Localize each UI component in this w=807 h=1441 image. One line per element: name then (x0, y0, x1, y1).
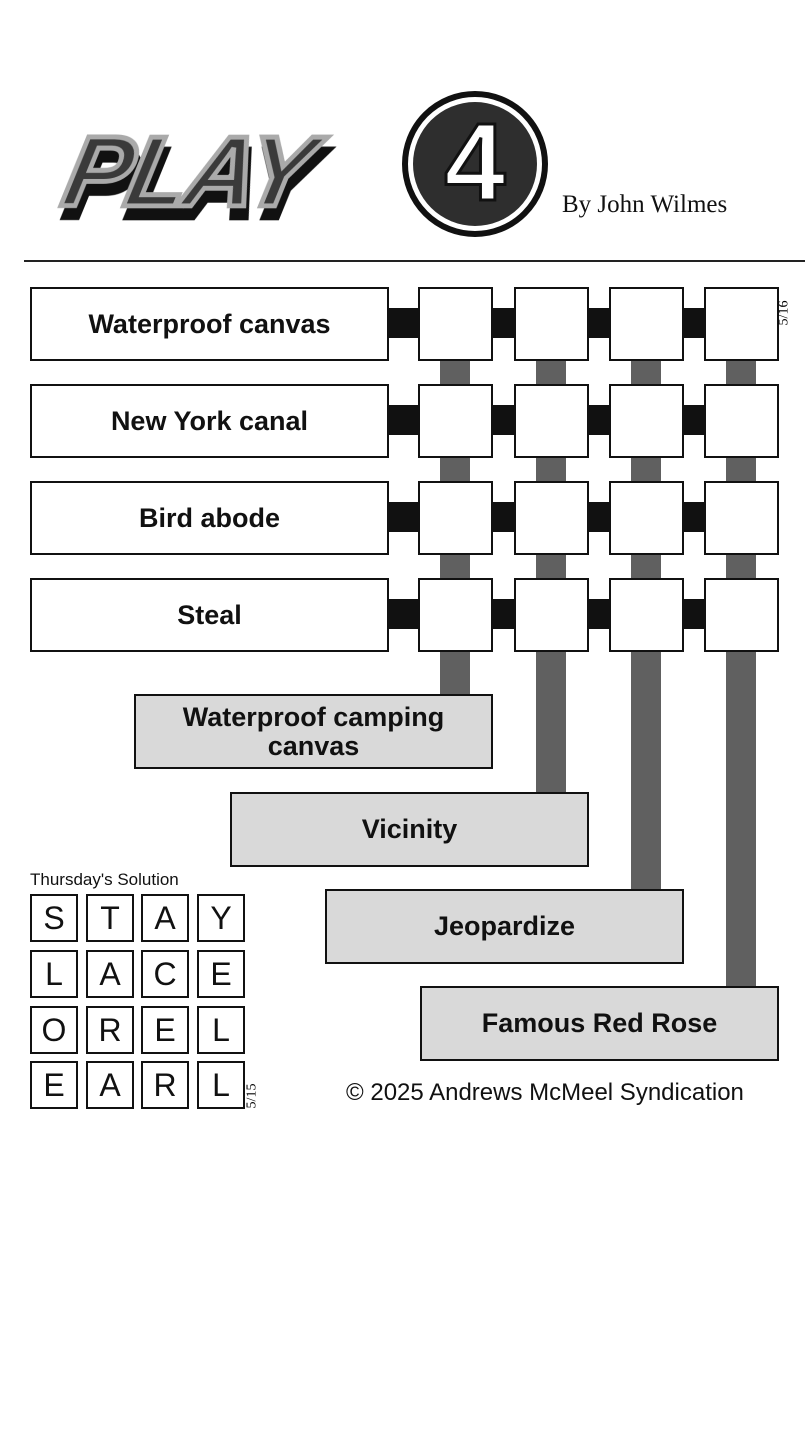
solution-cell: E (30, 1061, 78, 1109)
answer-cell[interactable] (418, 287, 493, 361)
header-divider (24, 260, 805, 262)
answer-cell[interactable] (609, 481, 684, 555)
solution-cell: L (197, 1061, 245, 1109)
down-clue-4: Famous Red Rose (420, 986, 779, 1061)
solution-cell: Y (197, 894, 245, 942)
solution-cell: L (30, 950, 78, 998)
solution-cell: R (141, 1061, 189, 1109)
across-clue: Waterproof canvas (30, 287, 389, 361)
answer-cell[interactable] (418, 481, 493, 555)
answer-cell[interactable] (609, 578, 684, 652)
solution-date: 5/15 (244, 1083, 260, 1109)
puzzle-date: 5/16 (776, 300, 792, 326)
solution-cell: L (197, 1006, 245, 1054)
answer-cell[interactable] (514, 384, 589, 458)
solution-cell: S (30, 894, 78, 942)
answer-cell[interactable] (704, 384, 779, 458)
solution-cell: C (141, 950, 189, 998)
solution-cell: E (141, 1006, 189, 1054)
solution-cell: O (30, 1006, 78, 1054)
answer-cell[interactable] (609, 287, 684, 361)
byline: By John Wilmes (562, 191, 728, 218)
svg-text:PLAY: PLAY (54, 116, 333, 228)
answer-cell[interactable] (418, 384, 493, 458)
solution-title: Thursday's Solution (30, 870, 179, 889)
down-clue-3: Jeopardize (325, 889, 684, 964)
play4-logo: PLAY 4 (52, 91, 548, 237)
solution-cell: E (197, 950, 245, 998)
solution-cell: A (86, 950, 134, 998)
across-clue: Steal (30, 578, 389, 652)
across-clue: Bird abode (30, 481, 389, 555)
solution-cell: R (86, 1006, 134, 1054)
answer-cell[interactable] (609, 384, 684, 458)
answer-cell[interactable] (514, 287, 589, 361)
down-clue-1: Waterproof camping canvas (134, 694, 493, 769)
answer-cell[interactable] (704, 287, 779, 361)
copyright: © 2025 Andrews McMeel Syndication (346, 1079, 744, 1106)
across-clue: New York canal (30, 384, 389, 458)
down-clue-2: Vicinity (230, 792, 589, 867)
answer-cell[interactable] (704, 578, 779, 652)
solution-cell: A (86, 1061, 134, 1109)
answer-cell[interactable] (514, 578, 589, 652)
solution-cell: A (141, 894, 189, 942)
svg-text:4: 4 (444, 101, 505, 224)
answer-cell[interactable] (514, 481, 589, 555)
answer-cell[interactable] (418, 578, 493, 652)
answer-cell[interactable] (704, 481, 779, 555)
solution-cell: T (86, 894, 134, 942)
